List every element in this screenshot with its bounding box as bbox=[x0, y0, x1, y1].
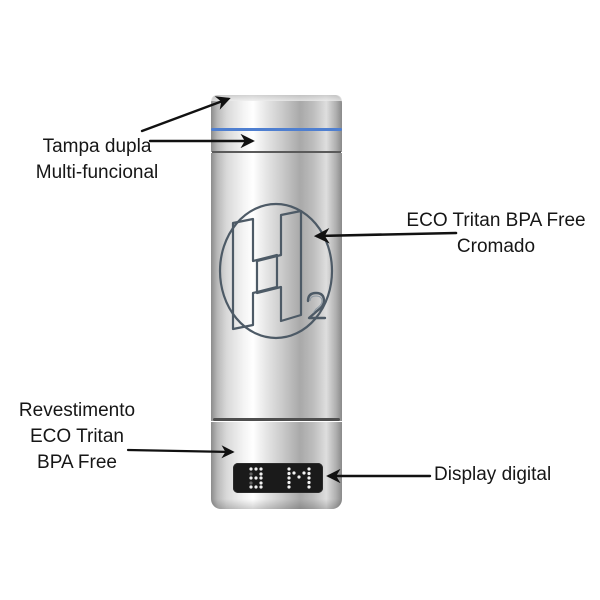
label-body-line2: Cromado bbox=[456, 236, 536, 257]
display-dot-matrix-icon bbox=[249, 467, 311, 489]
base-rim bbox=[211, 499, 342, 509]
label-cap: Tampa dupla Multi-funcional bbox=[12, 134, 182, 186]
cap-seam bbox=[212, 151, 341, 153]
label-cap-line2: Multi-funcional bbox=[35, 162, 159, 183]
bottle-cap bbox=[211, 95, 342, 152]
label-display: Display digital bbox=[434, 462, 576, 488]
h2-logo-icon bbox=[218, 202, 334, 340]
bottle bbox=[211, 95, 342, 509]
label-cap-line1: Tampa dupla bbox=[42, 136, 152, 157]
body-seam bbox=[213, 418, 340, 421]
label-body-line1: ECO Tritan BPA Free bbox=[406, 210, 586, 231]
digital-display bbox=[233, 463, 323, 493]
label-base-line3: BPA Free bbox=[37, 452, 117, 473]
label-base-line2: ECO Tritan bbox=[30, 426, 124, 447]
cap-top-highlight bbox=[211, 95, 342, 101]
label-base-line1: Revestimento bbox=[18, 400, 136, 421]
label-base: Revestimento ECO Tritan BPA Free bbox=[2, 398, 152, 476]
label-body: ECO Tritan BPA Free Cromado bbox=[396, 208, 596, 260]
cap-blue-ring bbox=[211, 128, 342, 131]
label-display-line1: Display digital bbox=[434, 464, 552, 485]
